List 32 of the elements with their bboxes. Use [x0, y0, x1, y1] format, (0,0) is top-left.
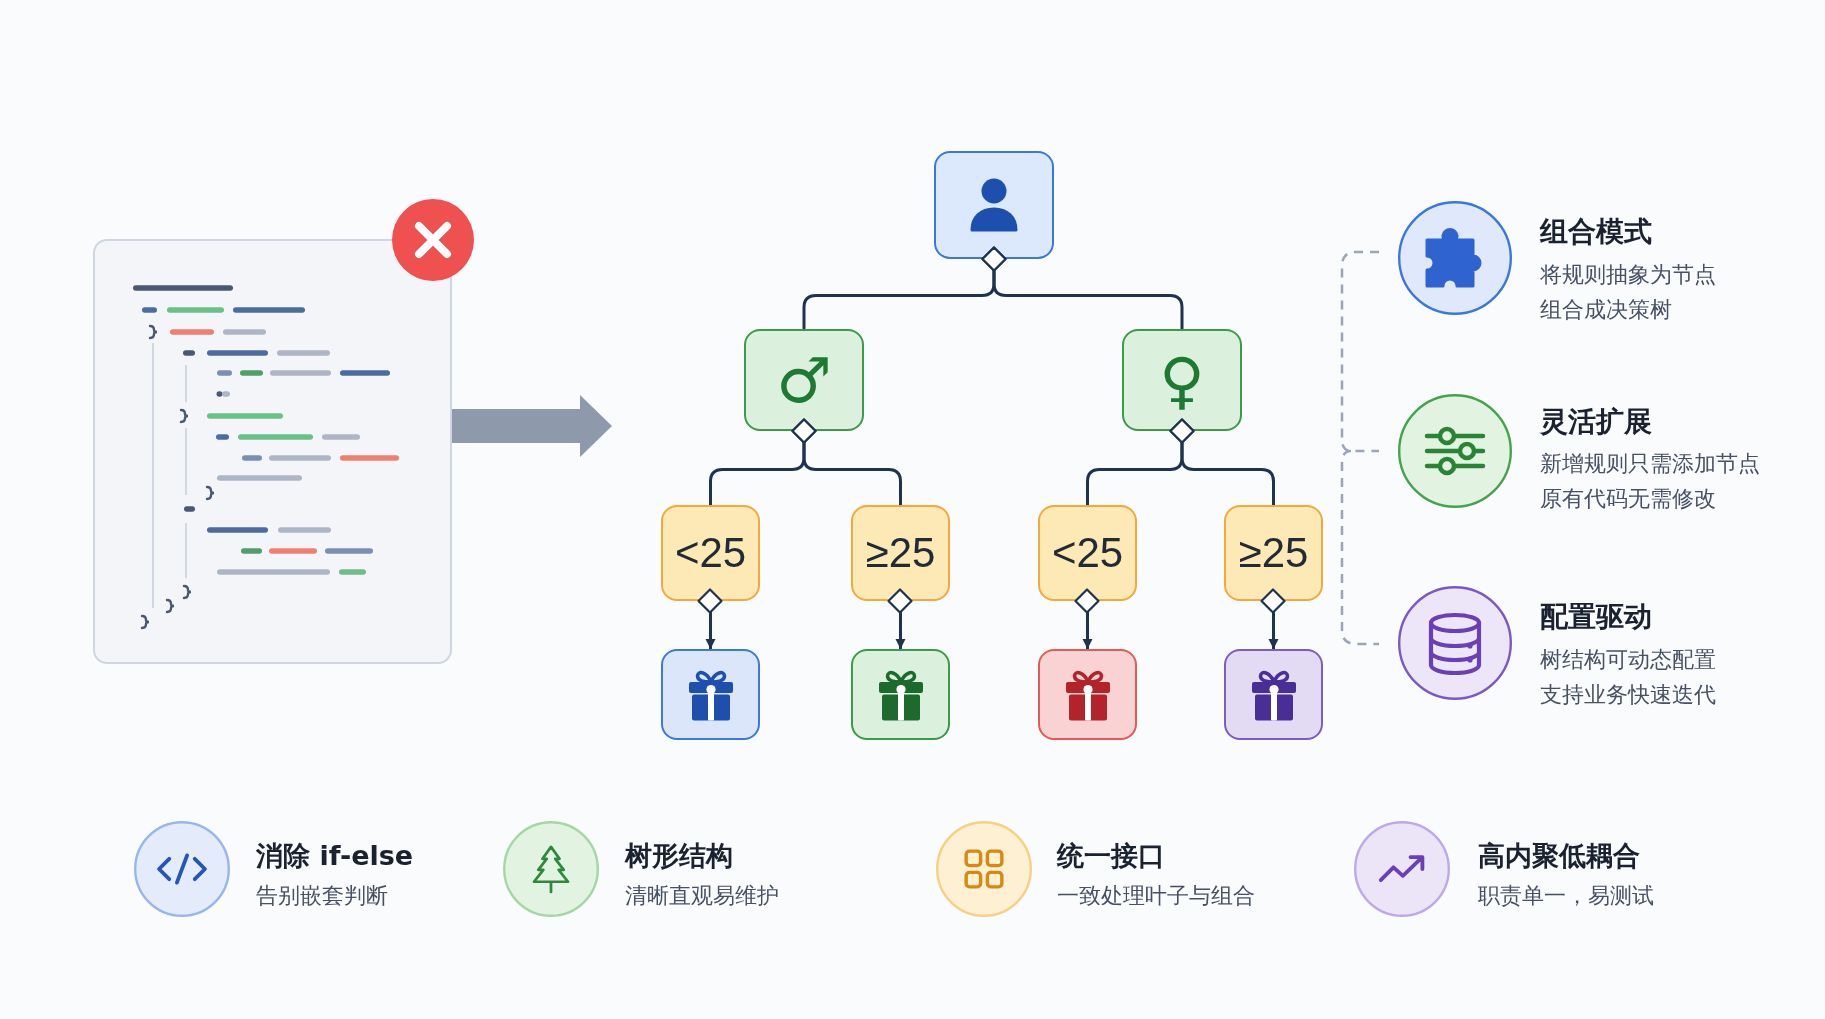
age-condition: <25: [1051, 529, 1124, 577]
benefit-heading: 统一接口: [1057, 840, 1165, 872]
feature-description: 新增规则只需添加节点原有代码无需修改: [1540, 450, 1761, 513]
gender-symbol: ♀: [1159, 343, 1205, 417]
connector-line: [791, 418, 902, 505]
age-condition: ≥25: [865, 529, 936, 577]
age-condition: <25: [674, 529, 747, 577]
benefit-description: 职责单一，易测试: [1478, 882, 1654, 910]
feature-heading: 配置驱动: [1540, 600, 1652, 634]
gift-result-box: [1224, 649, 1323, 740]
feature-heading: 组合模式: [1540, 215, 1652, 249]
connector-line: [1169, 418, 1275, 505]
feature-description: 树结构可动态配置支持业务快速迭代: [1540, 646, 1717, 709]
gift-result-box: [851, 649, 950, 740]
age-condition: ≥25: [1238, 529, 1309, 577]
benefit-heading: 高内聚低耦合: [1478, 840, 1640, 872]
feature-heading: 灵活扩展: [1540, 405, 1652, 439]
gender-node-box: [1122, 329, 1242, 431]
benefit-description: 告别嵌套判断: [256, 882, 388, 910]
feature-description: 将规则抽象为节点组合成决策树: [1540, 261, 1717, 324]
connector-line: [981, 246, 1184, 329]
benefit-heading: 消除 if-else: [256, 840, 414, 872]
code-panel: [93, 239, 452, 664]
benefit-heading: 树形结构: [625, 840, 733, 872]
gender-node-box: [744, 329, 864, 431]
gift-result-box: [661, 649, 760, 740]
gift-result-box: [1038, 649, 1137, 740]
benefit-description: 一致处理叶子与组合: [1057, 882, 1255, 910]
benefit-description: 清晰直观易维护: [625, 882, 779, 910]
block-arrow: [452, 395, 612, 457]
root-node-box: [934, 151, 1054, 259]
gender-symbol: ♂: [776, 343, 832, 417]
